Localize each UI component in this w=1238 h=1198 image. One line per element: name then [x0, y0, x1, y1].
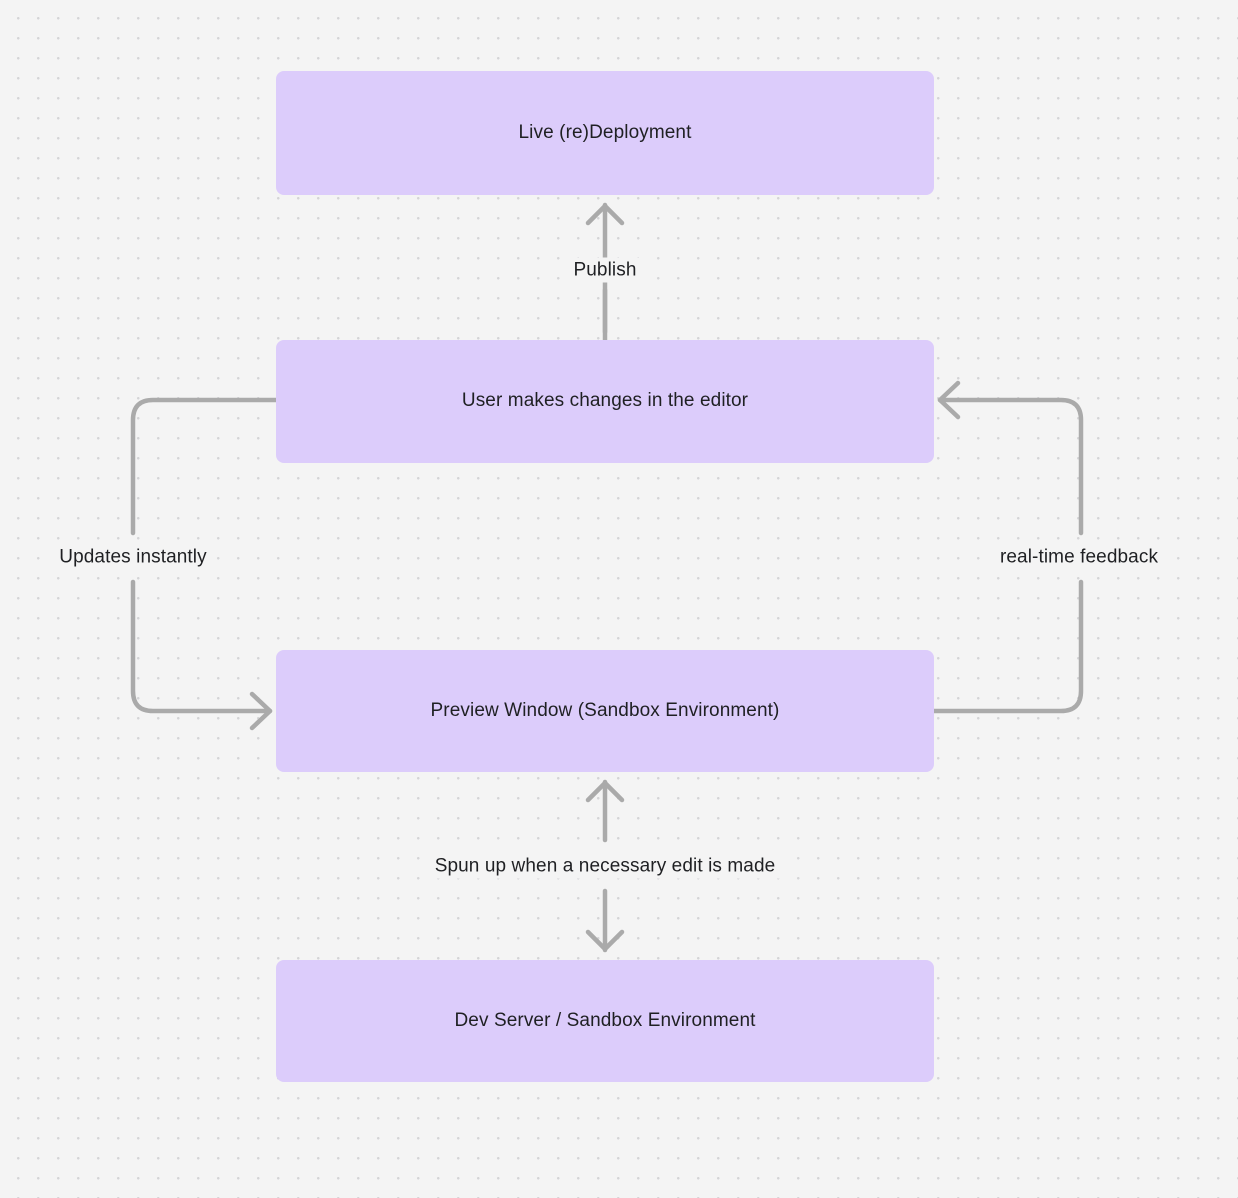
- edge-label-publish: Publish: [566, 257, 644, 283]
- node-dev-server[interactable]: Dev Server / Sandbox Environment: [276, 960, 934, 1082]
- node-label: Dev Server / Sandbox Environment: [454, 1009, 756, 1031]
- arrowhead-right-updates: [249, 691, 273, 731]
- node-live-deployment[interactable]: Live (re)Deployment: [276, 71, 934, 195]
- arrowhead-up-publish: [585, 203, 625, 226]
- edge-updates-line-upper: [130, 397, 279, 536]
- edge-label-real-time-feedback: real-time feedback: [992, 544, 1166, 570]
- arrowhead-up-spun: [585, 780, 625, 803]
- node-preview-window[interactable]: Preview Window (Sandbox Environment): [276, 650, 934, 772]
- arrowhead-left-feedback: [937, 380, 961, 420]
- edge-label-spun-up: Spun up when a necessary edit is made: [427, 853, 783, 879]
- edge-feedback-line-upper: [937, 397, 1084, 536]
- node-user-makes-changes[interactable]: User makes changes in the editor: [276, 340, 934, 463]
- edge-label-updates-instantly: Updates instantly: [52, 544, 214, 570]
- edge-feedback-line-lower: [931, 579, 1084, 714]
- arrowhead-down-spun: [585, 929, 625, 952]
- node-label: Preview Window (Sandbox Environment): [430, 699, 780, 721]
- edge-updates-line-lower: [130, 579, 273, 714]
- node-label: User makes changes in the editor: [461, 390, 749, 412]
- node-label: Live (re)Deployment: [518, 121, 692, 143]
